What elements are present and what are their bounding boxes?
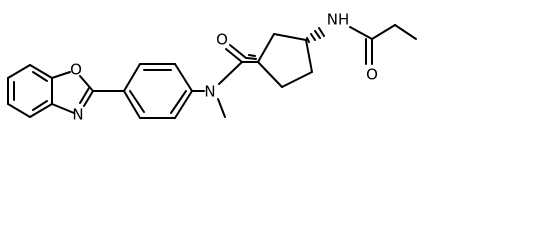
atom-label-oxazole-n: N bbox=[72, 106, 83, 124]
atom-label-oxazole-o: O bbox=[70, 61, 82, 79]
propanamide-chain bbox=[349, 24, 417, 65]
oxazole-ring bbox=[51, 71, 94, 114]
amide-group bbox=[191, 44, 259, 118]
stereo-hash-bond-right bbox=[306, 27, 325, 43]
phenyl-ring bbox=[123, 63, 193, 119]
chemical-structure-diagram: O N N O NH O bbox=[7, 11, 417, 124]
cyclopentane-ring bbox=[257, 33, 313, 88]
benzoxazole-benzene-ring bbox=[7, 64, 53, 118]
atom-label-carbonyl-o1: O bbox=[216, 31, 228, 49]
stereo-hash-bond-left bbox=[244, 54, 258, 63]
atom-label-nh: NH bbox=[327, 11, 350, 29]
atom-label-carbonyl-o2: O bbox=[366, 66, 378, 84]
atom-label-amide-n: N bbox=[204, 83, 215, 101]
